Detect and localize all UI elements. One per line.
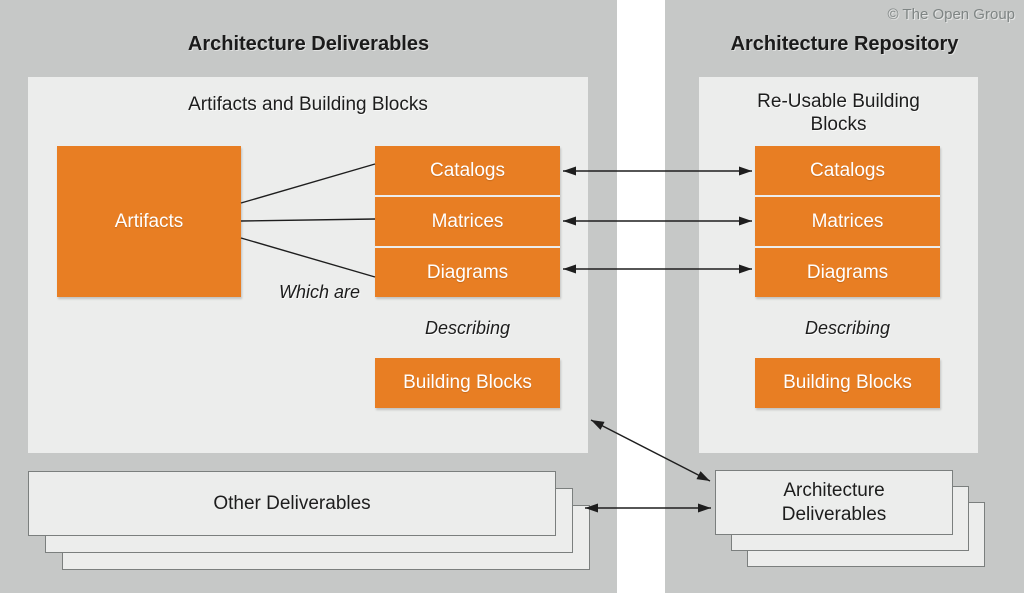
left-diagrams-label: Diagrams	[426, 261, 509, 283]
architecture-deliverables-label: Architecture Deliverables	[781, 479, 887, 525]
right-describing-annotation: Describing	[804, 318, 891, 338]
left-catalogs-label: Catalogs	[430, 159, 505, 181]
artifacts-label: Artifacts	[114, 210, 184, 232]
left-building-blocks-label: Building Blocks	[403, 372, 532, 393]
left-diagrams-box: Diagrams	[375, 248, 560, 297]
left-panel-title: Architecture Deliverables	[187, 33, 430, 55]
left-artifact-type-stack: Catalogs Matrices Diagrams	[375, 146, 560, 297]
artifacts-box: Artifacts	[57, 146, 241, 297]
right-diagrams-label: Diagrams	[806, 261, 889, 283]
right-matrices-box: Matrices	[755, 197, 940, 246]
left-catalogs-box: Catalogs	[375, 146, 560, 195]
copyright-notice: © The Open Group	[887, 6, 1015, 23]
architecture-deliverables-box: Architecture Deliverables	[715, 470, 953, 535]
right-catalogs-box: Catalogs	[755, 146, 940, 195]
right-panel-title: Architecture Repository	[730, 33, 959, 55]
right-diagrams-box: Diagrams	[755, 248, 940, 297]
left-building-blocks-box: Building Blocks	[375, 358, 560, 408]
right-building-blocks-box: Building Blocks	[755, 358, 940, 408]
left-inner-panel-title: Artifacts and Building Blocks	[188, 94, 428, 115]
right-inner-panel-title: Re-Usable Building Blocks	[699, 90, 978, 136]
which-are-annotation: Which are	[278, 282, 360, 302]
other-deliverables-box: Other Deliverables	[28, 471, 556, 536]
left-describing-annotation: Describing	[424, 318, 511, 338]
left-matrices-label: Matrices	[431, 210, 504, 232]
right-catalogs-label: Catalogs	[810, 159, 885, 181]
right-building-block-type-stack: Catalogs Matrices Diagrams	[755, 146, 940, 297]
other-deliverables-label: Other Deliverables	[213, 492, 371, 514]
right-building-blocks-label: Building Blocks	[783, 372, 912, 393]
right-matrices-label: Matrices	[811, 210, 884, 232]
right-inner-panel-title-text: Re-Usable Building Blocks	[757, 91, 920, 136]
left-matrices-box: Matrices	[375, 197, 560, 246]
